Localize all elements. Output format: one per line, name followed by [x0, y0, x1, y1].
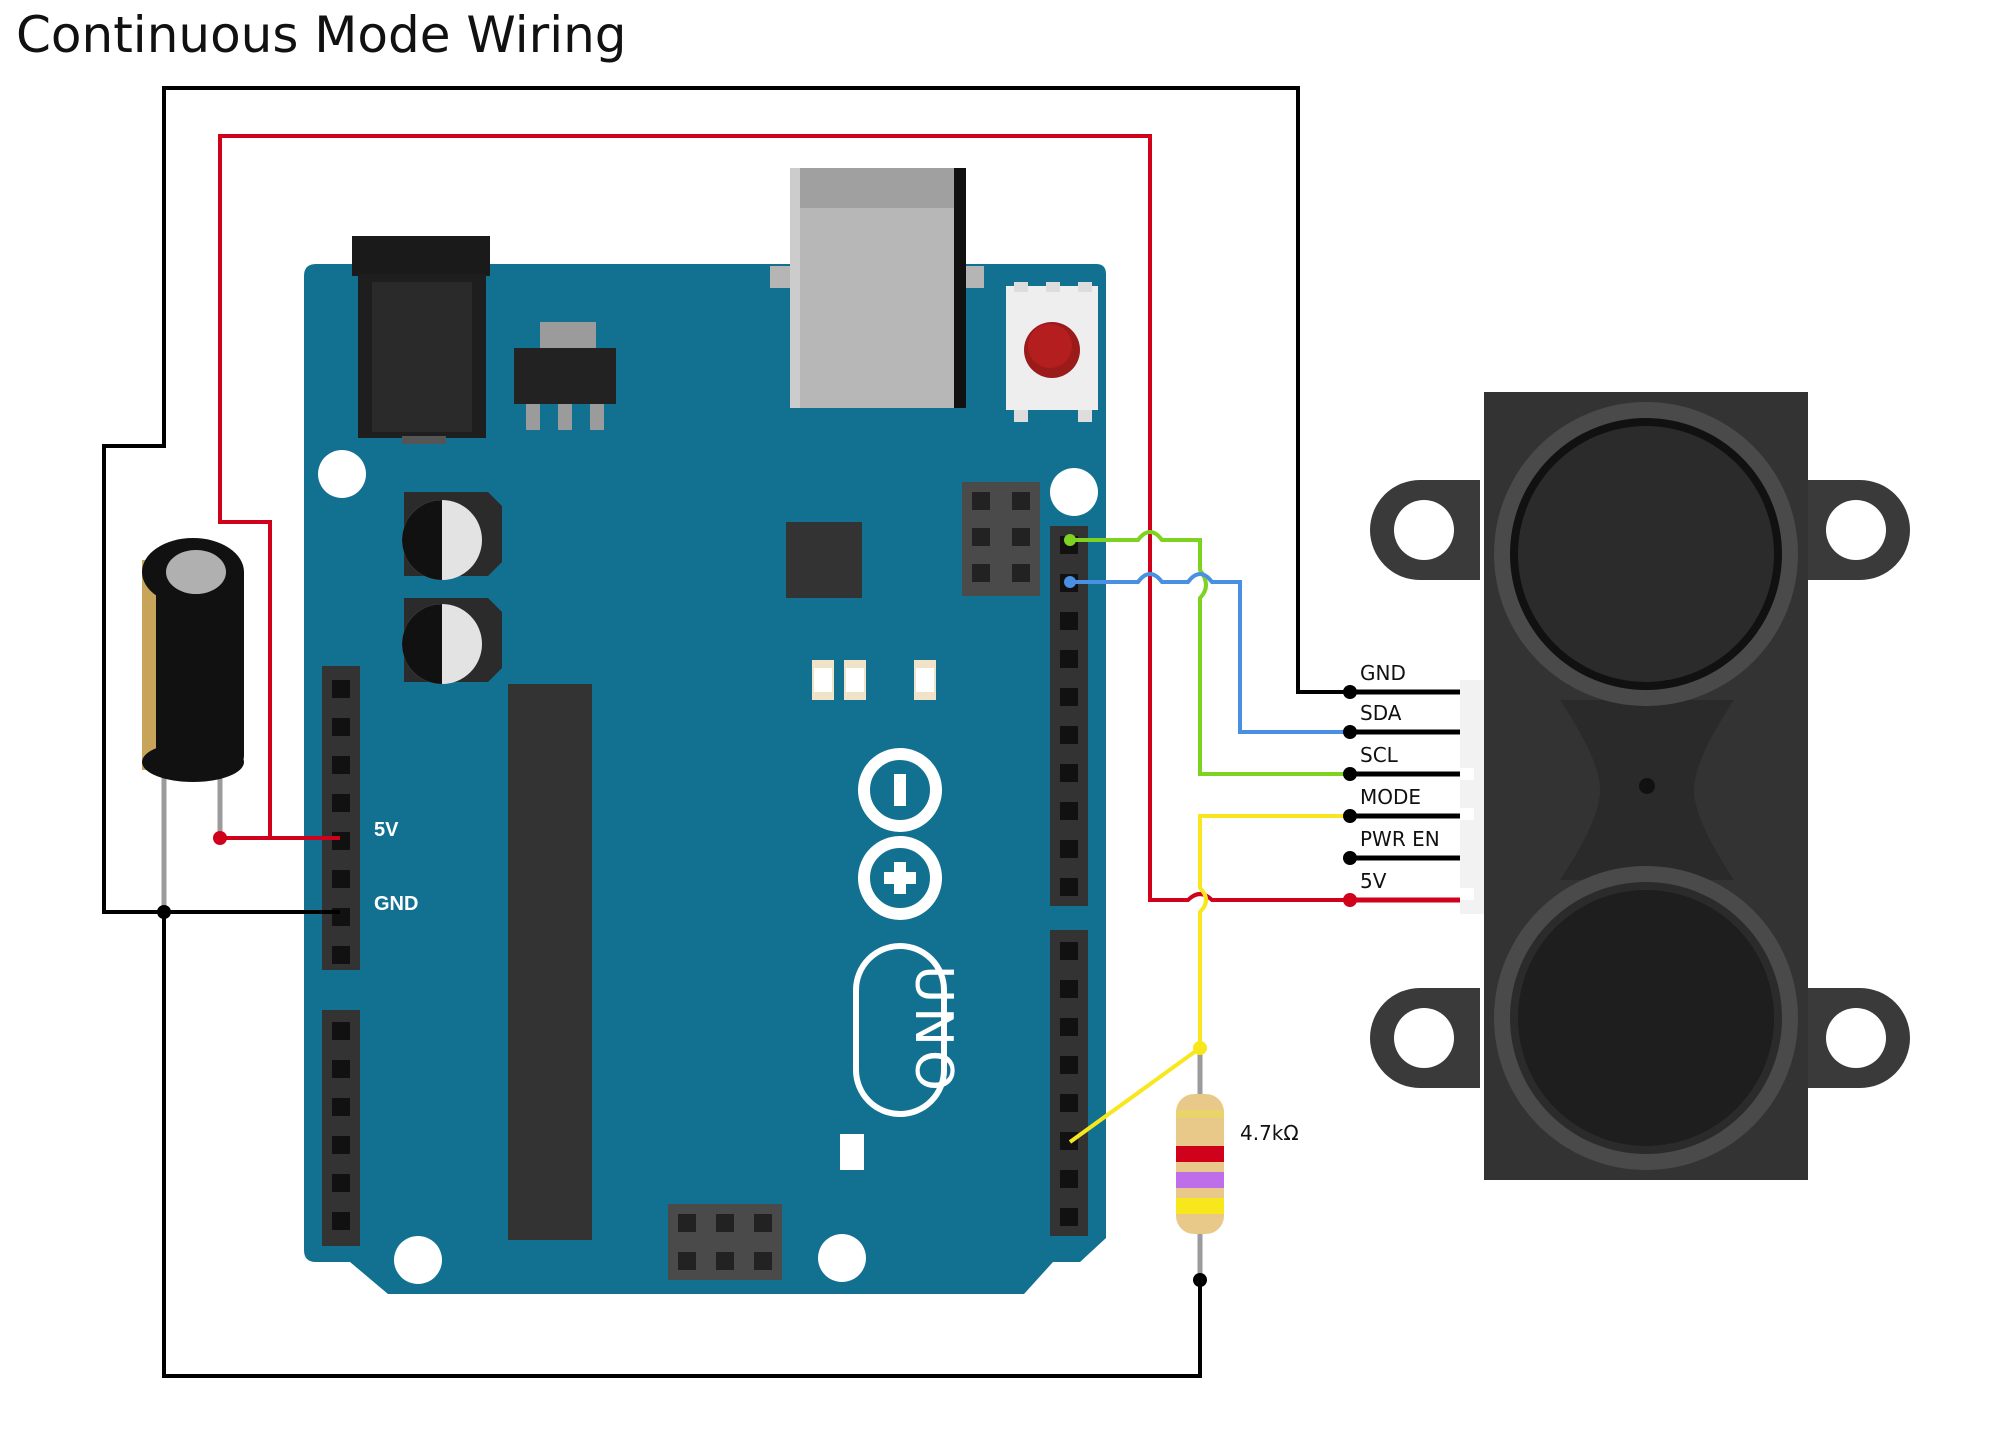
arduino-uno-board: UNO [304, 168, 1106, 1294]
electrolytic-capacitor [142, 538, 244, 912]
smd-components [812, 660, 936, 1170]
sensor-pin: PWR EN [1343, 827, 1460, 865]
usb-port [770, 168, 984, 408]
wire-5v [218, 134, 1350, 902]
dc-power-jack [352, 236, 490, 444]
board-capacitor [402, 598, 502, 684]
reset-button [1006, 282, 1098, 422]
analog-header [322, 1010, 360, 1246]
sensor-pin-label: GND [1360, 661, 1406, 685]
sensor-pin-label: 5V [1360, 869, 1387, 893]
power-header [322, 666, 360, 970]
icsp-header-top [962, 482, 1040, 596]
diagram-title: Continuous Mode Wiring [16, 6, 627, 64]
uno-logo-text: UNO [903, 965, 963, 1095]
mounting-hole [818, 1234, 866, 1282]
board-pcb [304, 264, 1106, 1294]
lidar-sensor [1370, 392, 1910, 1180]
resistor-value-label: 4.7kΩ [1240, 1121, 1299, 1145]
digital-header-lower [1050, 930, 1088, 1236]
sensor-pin: MODE [1343, 785, 1460, 823]
wire-sda [1070, 572, 1350, 734]
mounting-hole [1050, 468, 1098, 516]
uno-logo: UNO [853, 943, 963, 1117]
wire-mode [1068, 814, 1350, 1144]
usb-chip [786, 522, 862, 598]
voltage-regulator [514, 322, 616, 430]
sensor-pin-label: PWR EN [1360, 827, 1440, 851]
sensor-pin: SDA [1343, 701, 1460, 739]
board-capacitor [402, 492, 502, 580]
sensor-pins: GND SDA SCL MODE PWR EN 5V [1343, 661, 1460, 907]
pin-label-gnd: GND [374, 893, 418, 915]
sensor-pin: SCL [1343, 743, 1460, 781]
icsp-header-bottom [668, 1204, 782, 1280]
sensor-pin: 5V [1343, 869, 1460, 907]
wire-scl [1070, 530, 1350, 776]
pin-label-5v: 5V [374, 819, 399, 841]
junction-dots [157, 534, 1207, 1287]
atmega-chip [508, 684, 592, 1240]
arduino-logo [858, 748, 942, 920]
wire-gnd-bottom [162, 912, 1202, 1378]
resistor: 4.7kΩ [1176, 1048, 1299, 1280]
sensor-pin: GND [1343, 661, 1460, 699]
sensor-connector [1460, 680, 1484, 914]
mounting-hole [394, 1236, 442, 1284]
sensor-pin-label: MODE [1360, 785, 1421, 809]
wire-gnd-sensor [102, 86, 1350, 914]
sensor-pin-label: SDA [1360, 701, 1402, 725]
digital-header-upper [1050, 526, 1088, 906]
mounting-hole [318, 450, 366, 498]
sensor-pin-label: SCL [1360, 743, 1399, 767]
